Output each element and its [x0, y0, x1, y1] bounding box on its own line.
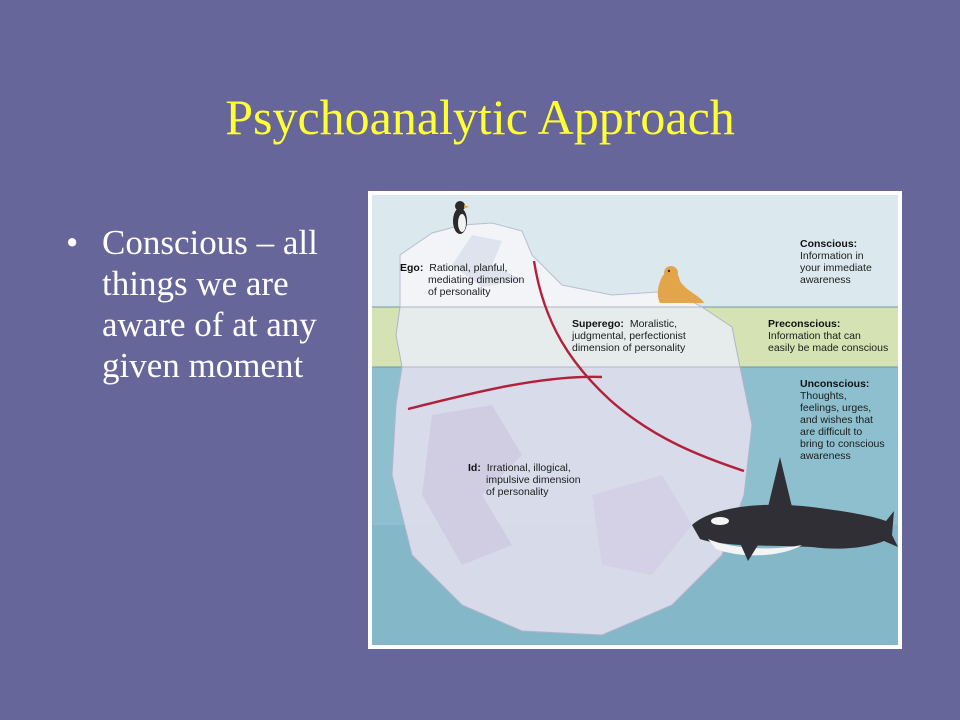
- penguin-icon: [453, 201, 469, 234]
- unconscious-label: Unconscious: Thoughts, feelings, urges, …: [800, 378, 888, 462]
- iceberg-top-shade: [452, 235, 522, 287]
- bullet-text: Conscious – all things we are aware of a…: [102, 223, 318, 385]
- iceberg-base-shade-2: [592, 475, 692, 575]
- ego-label: Ego: Rational, planful, mediating dimens…: [400, 262, 527, 298]
- id-divider: [407, 375, 603, 411]
- iceberg-base-shade: [422, 405, 522, 565]
- iceberg-diagram: Ego: Rational, planful, mediating dimens…: [368, 191, 902, 649]
- seal-icon: [657, 266, 704, 303]
- slide-title: Psychoanalytic Approach: [225, 89, 735, 145]
- iceberg-illustration: Ego: Rational, planful, mediating dimens…: [372, 195, 898, 645]
- ego-superego-divider: [532, 260, 745, 473]
- id-label: Id: Irrational, illogical, impulsive dim…: [468, 462, 583, 498]
- bullet-list: • Conscious – all things we are aware of…: [66, 222, 356, 386]
- preconscious-label: Preconscious: Information that can easil…: [768, 318, 888, 354]
- bullet-item: • Conscious – all things we are aware of…: [66, 222, 356, 386]
- conscious-label: Conscious: Information in your immediate…: [800, 238, 875, 286]
- superego-label: Superego: Moralistic, judgmental, perfec…: [571, 318, 689, 354]
- bullet-dot-icon: •: [66, 223, 79, 262]
- orca-icon: [692, 457, 898, 561]
